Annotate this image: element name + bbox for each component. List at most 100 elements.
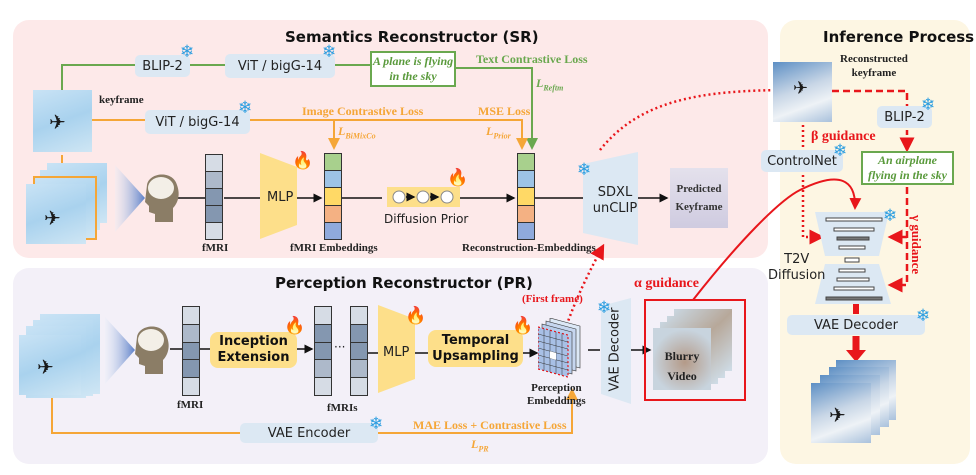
fmris-vector (350, 306, 368, 396)
frozen-icon: ❄ (369, 414, 384, 434)
fmri-vector (182, 306, 200, 396)
vector-cell (315, 360, 331, 379)
symbol-sub: BiMixCo (345, 131, 376, 141)
blurry-frame: Blurry Video (653, 328, 711, 390)
vector-cell (315, 307, 331, 325)
blip2-box: BLIP-2 (877, 106, 932, 128)
reconstructed-keyframe-label: Reconstructed keyframe (840, 52, 908, 81)
vector-cell (183, 360, 199, 379)
vit-text-encoder-box: ViT / bigG-14 (225, 54, 335, 78)
ellipsis: ··· (334, 340, 346, 354)
diffusion-prior-block (387, 187, 460, 207)
symbol-sub: Prior (493, 131, 511, 141)
frozen-icon: ❄ (238, 98, 253, 118)
vae-decoder-block (601, 298, 631, 404)
vector-cell (315, 324, 331, 343)
video-frame: ✈ (19, 335, 81, 395)
beta-guidance-label: β guidance (811, 129, 876, 144)
vector-cell (518, 205, 534, 223)
trainable-icon: 🔥 (447, 168, 469, 188)
t2v-line1: T2V (784, 252, 810, 267)
text-loss-symbol: LReftm (536, 76, 563, 92)
keyframe-image: ✈ (33, 90, 92, 152)
symbol-sub: Reftm (543, 83, 564, 93)
t2v-line2: Diffusion (768, 267, 826, 283)
t2v-diffusion-unet (815, 212, 891, 304)
vector-cell (351, 324, 367, 343)
vector-cell (206, 189, 222, 206)
symbol-base: L (471, 437, 479, 451)
vector-cell (315, 342, 331, 361)
frozen-icon: ❄ (916, 306, 931, 326)
reconstructed-line2: keyframe (851, 67, 897, 80)
image-contrastive-loss-label: Image Contrastive Loss (302, 104, 424, 118)
pr-loss-symbol: LPR (471, 437, 489, 453)
fmris-vector (314, 306, 332, 396)
reconstruction-embeddings-vector (517, 153, 535, 240)
frozen-icon: ❄ (577, 160, 592, 180)
temporal-line2: Upsampling (432, 348, 519, 364)
plane-icon: ✈ (793, 78, 809, 99)
text-contrastive-loss-label: Text Contrastive Loss (476, 52, 588, 66)
video-frame: ✈ (26, 184, 86, 244)
perception-embeddings-label: Perception Embeddings (527, 382, 586, 408)
vector-cell (325, 171, 341, 189)
mlp-label: MLP (383, 345, 410, 360)
inference-title: Inference Process (823, 28, 975, 46)
inference-vae-decoder-box: VAE Decoder (787, 315, 925, 335)
blurry-line2: Video (667, 369, 697, 384)
sdxl-line1: SDXL (597, 185, 633, 200)
predicted-keyframe-image: Predicted Keyframe (670, 168, 728, 228)
perception-embeddings-grid (538, 318, 581, 378)
mlp-block (260, 153, 297, 239)
plane-icon: ✈ (829, 403, 846, 427)
video-frame: ✈ (811, 383, 871, 443)
first-frame-label: (First frame) (522, 293, 583, 305)
vector-cell (183, 378, 199, 395)
predicted-keyframe-label: Predicted Keyframe (670, 181, 728, 216)
blurry-line1: Blurry (664, 349, 700, 363)
vector-cell (518, 154, 534, 172)
mse-loss-label: MSE Loss (478, 104, 531, 118)
trainable-icon: 🔥 (284, 316, 306, 336)
frozen-icon: ❄ (322, 42, 337, 62)
frozen-icon: ❄ (180, 42, 195, 62)
fmri-embeddings-label: fMRI Embeddings (290, 242, 378, 254)
plane-icon: ✈ (44, 206, 61, 230)
caption-box: A plane is flying in the sky (370, 51, 456, 87)
fmris-label: fMRIs (327, 402, 358, 414)
pr-title: Perception Reconstructor (PR) (275, 274, 533, 292)
vector-cell (325, 205, 341, 223)
vector-cell (518, 171, 534, 189)
vector-cell (183, 342, 199, 361)
symbol-base: L (536, 76, 544, 90)
plane-icon: ✈ (49, 110, 66, 134)
image-loss-symbol: LBiMixCo (338, 124, 376, 140)
symbol-sub: PR (478, 444, 489, 454)
vector-cell (325, 222, 341, 240)
controlnet-box: ControlNet (761, 150, 843, 172)
predicted-line2: Keyframe (675, 200, 723, 213)
symbol-base: L (486, 124, 494, 138)
blurry-video-label: Blurry Video (653, 346, 711, 387)
vector-cell (351, 307, 367, 325)
reconstruction-embeddings-label: Reconstruction-Embeddings (462, 242, 596, 254)
temporal-line1: Temporal (441, 332, 510, 348)
trainable-icon: 🔥 (292, 151, 314, 171)
fmri-label: fMRI (202, 242, 229, 254)
keyframe-label: keyframe (99, 94, 144, 106)
vector-cell (351, 378, 367, 395)
vector-cell (315, 378, 331, 395)
predicted-line1: Predicted (676, 183, 722, 195)
vector-cell (206, 223, 222, 239)
vector-cell (351, 360, 367, 379)
inception-line1: Inception (219, 334, 288, 350)
vector-cell (206, 206, 222, 223)
vector-cell (206, 172, 222, 189)
vector-cell (206, 155, 222, 172)
trainable-icon: 🔥 (405, 306, 427, 326)
brain-scan-icon (115, 165, 179, 232)
inception-line2: Extension (217, 350, 290, 365)
